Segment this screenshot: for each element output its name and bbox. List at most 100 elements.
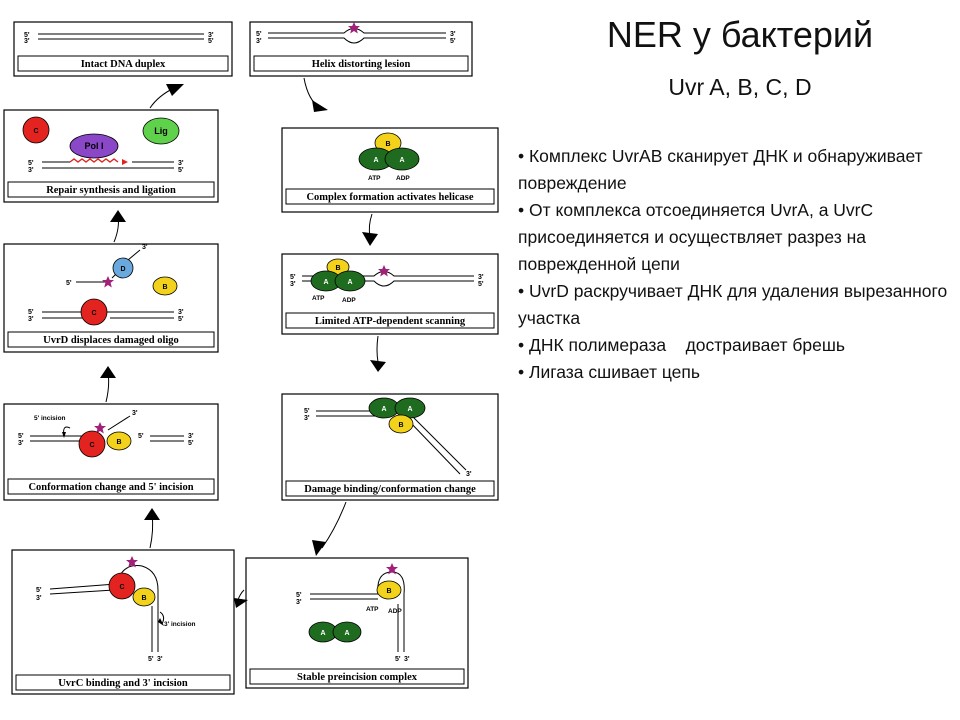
adp-label: ADP [388, 608, 402, 615]
panel-caption: Helix distorting lesion [312, 59, 411, 70]
uvrB-protein [132, 587, 156, 607]
protein-label: D [120, 266, 125, 273]
three-prime-label: 3' [466, 471, 472, 478]
protein-label: B [162, 284, 167, 291]
protein-label: C [91, 310, 96, 317]
atp-label: ATP [312, 295, 325, 302]
five-prime-label: 5' [66, 280, 72, 287]
arrowhead [234, 598, 248, 608]
panel-complex-formation: B A A ATP ADP Complex formation activate… [281, 127, 499, 213]
arrowhead [144, 508, 160, 520]
three-prime-label: 3' [188, 433, 194, 440]
bullet-list: • Комплекс UvrAB сканирует ДНК и обнаруж… [518, 143, 948, 386]
panel-helix-lesion: 5' 3' 3' 5' Helix distorting lesion [249, 21, 473, 77]
uvrB-protein [388, 414, 414, 434]
protein-label: C [33, 128, 38, 135]
uvrB-protein [376, 580, 402, 600]
three-prime-label: 3' [28, 316, 34, 323]
five-prime-label: 5' [208, 38, 214, 45]
five-prime-label: 5' [36, 587, 42, 594]
slide-title: NER у бактерий [606, 14, 874, 55]
caption-box [17, 55, 229, 72]
uvrC-protein [80, 298, 108, 326]
arrowhead [100, 366, 116, 378]
three-prime-label: 3' [157, 656, 163, 663]
bullet-item: • ДНК полимераза достраивает брешь [518, 335, 846, 355]
three-prime-label: 3' [18, 440, 24, 447]
adp-label: ADP [396, 175, 410, 182]
protein-label: B [385, 141, 390, 148]
five-prime-label: 5' [18, 433, 24, 440]
uvrB-protein [106, 431, 132, 451]
bullet-item: • От комплекса отсоединяется UvrA, а Uvr… [518, 200, 879, 274]
five-prime-label: 5' [28, 309, 34, 316]
protein-label: A [399, 157, 404, 164]
slide-subtitle: Uvr A, B, C, D [668, 74, 812, 100]
caption-box [285, 312, 495, 329]
panel-damage-binding: A A B 5' 3' 3' Damage binding/conformati… [281, 393, 499, 501]
five-prime-label: 5' [290, 274, 296, 281]
five-prime-label: 5' [138, 433, 144, 440]
caption-box [7, 331, 215, 348]
five-prime-label: 5' [24, 32, 30, 39]
arrowhead [166, 84, 184, 96]
new-dna-synthesis [69, 158, 119, 163]
uvrD-protein [112, 257, 134, 279]
three-prime-label: 3' [256, 38, 262, 45]
incision-3-label: 3' incision [164, 621, 196, 628]
five-prime-label: 5' [450, 38, 456, 45]
panel-caption: Complex formation activates helicase [306, 192, 473, 203]
arrow-scanning-to-damage [376, 335, 379, 363]
arrowhead [110, 210, 126, 222]
arrow-preincision-to-uvrc [237, 589, 245, 601]
incision-5-label: 5' incision [34, 415, 66, 422]
ner-cycle-diagram: 5' 3' 3' 5' Intact DNA duplex 5' 3' 3' 5… [3, 21, 499, 695]
panel-caption: UvrC binding and 3' incision [58, 678, 188, 689]
caption-box [15, 674, 231, 691]
three-prime-label: 3' [208, 32, 214, 39]
panel-scanning: B A A ATP ADP 5' 3' 3' 5' Limited ATP-de… [281, 253, 499, 335]
three-prime-label: 3' [36, 595, 42, 602]
arrowhead [362, 232, 378, 246]
uvrA-protein [332, 621, 362, 643]
protein-label: A [320, 630, 325, 637]
bullet-item: • Комплекс UvrAB сканирует ДНК и обнаруж… [518, 146, 928, 193]
five-prime-label: 5' [178, 316, 184, 323]
caption-box [7, 181, 215, 198]
uvrC-protein [78, 430, 106, 458]
dna-strand [49, 583, 117, 590]
five-prime-label: 5' [28, 160, 34, 167]
five-prime-label: 5' [148, 656, 154, 663]
three-prime-label: 3' [304, 415, 310, 422]
protein-label: C [89, 442, 94, 449]
arrowhead [312, 100, 328, 112]
protein-label: A [323, 279, 328, 286]
arrowhead [370, 360, 386, 372]
caption-box [285, 480, 495, 497]
panel-caption: Stable preincision complex [297, 672, 418, 683]
bullet-item: • Лигаза сшивает цепь [518, 362, 700, 382]
dna-strand [407, 419, 461, 475]
three-prime-label: 3' [24, 38, 30, 45]
arrowhead [122, 159, 128, 165]
ligase-protein [142, 117, 180, 145]
dna-strand-distorted [268, 37, 446, 44]
three-prime-label: 3' [28, 167, 34, 174]
atp-label: ATP [366, 606, 379, 613]
panel-caption: Damage binding/conformation change [304, 484, 476, 495]
ligase-label: Lig [154, 126, 168, 136]
incision-arrow [159, 611, 165, 625]
uvrC-protein [22, 116, 50, 144]
three-prime-label: 3' [450, 31, 456, 38]
protein-label: B [386, 588, 391, 595]
protein-label: A [373, 157, 378, 164]
panel-caption: UvrD displaces damaged oligo [43, 335, 179, 346]
protein-label: B [398, 422, 403, 429]
three-prime-label: 3' [290, 281, 296, 288]
uvrA-protein [384, 147, 420, 171]
atp-label: ATP [368, 175, 381, 182]
five-prime-label: 5' [304, 408, 310, 415]
panel-caption: Intact DNA duplex [81, 59, 166, 70]
protein-label: A [347, 279, 352, 286]
polymerase-label: Pol I [84, 141, 103, 151]
